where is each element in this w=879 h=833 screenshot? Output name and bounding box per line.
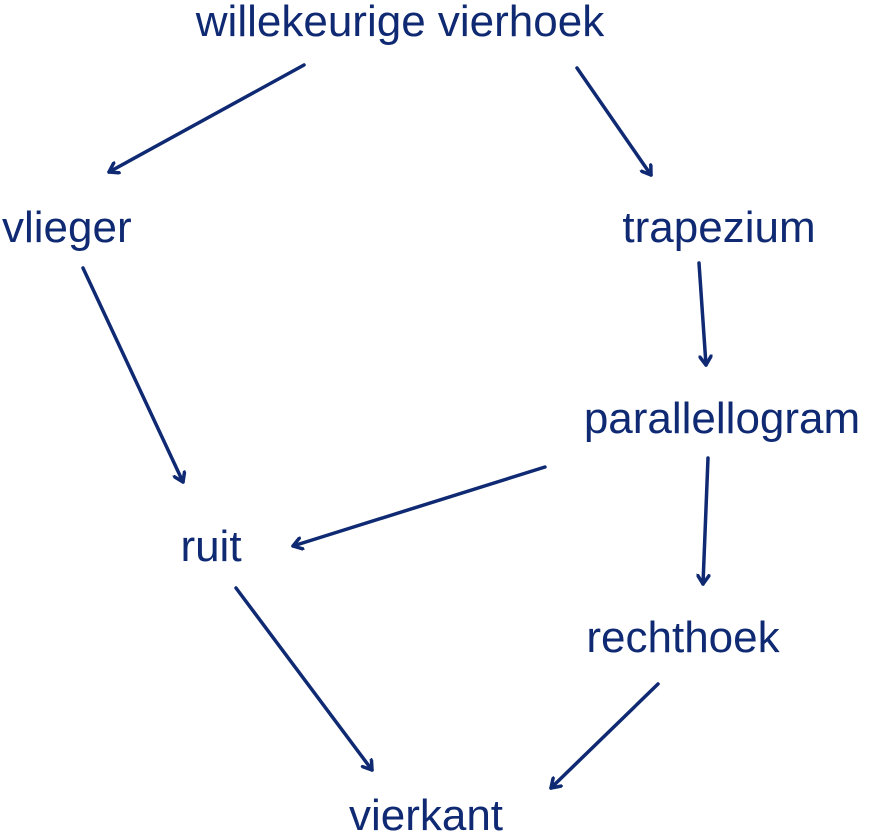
edge-vierhoek-to-vlieger bbox=[107, 63, 306, 172]
node-vierkant: vierkant bbox=[349, 791, 503, 833]
edge-ruit-to-vierkant bbox=[234, 586, 374, 772]
edge-vierhoek-to-trapezium bbox=[575, 66, 653, 177]
node-parallellogram: parallellogram bbox=[584, 394, 860, 443]
node-vlieger: vlieger bbox=[2, 203, 132, 252]
edge-trapezium-to-parallellogram bbox=[697, 261, 706, 367]
node-ruit: ruit bbox=[180, 522, 241, 571]
node-rechthoek: rechthoek bbox=[586, 613, 780, 662]
edge-parallellogram-to-ruit bbox=[291, 465, 547, 546]
node-trapezium: trapezium bbox=[622, 203, 815, 252]
edge-parallellogram-to-rechthoek bbox=[703, 456, 708, 586]
node-willekeurige-vierhoek: willekeurige vierhoek bbox=[195, 0, 605, 46]
edge-vlieger-to-ruit bbox=[81, 266, 183, 484]
edge-rechthoek-to-vierkant bbox=[549, 682, 660, 790]
